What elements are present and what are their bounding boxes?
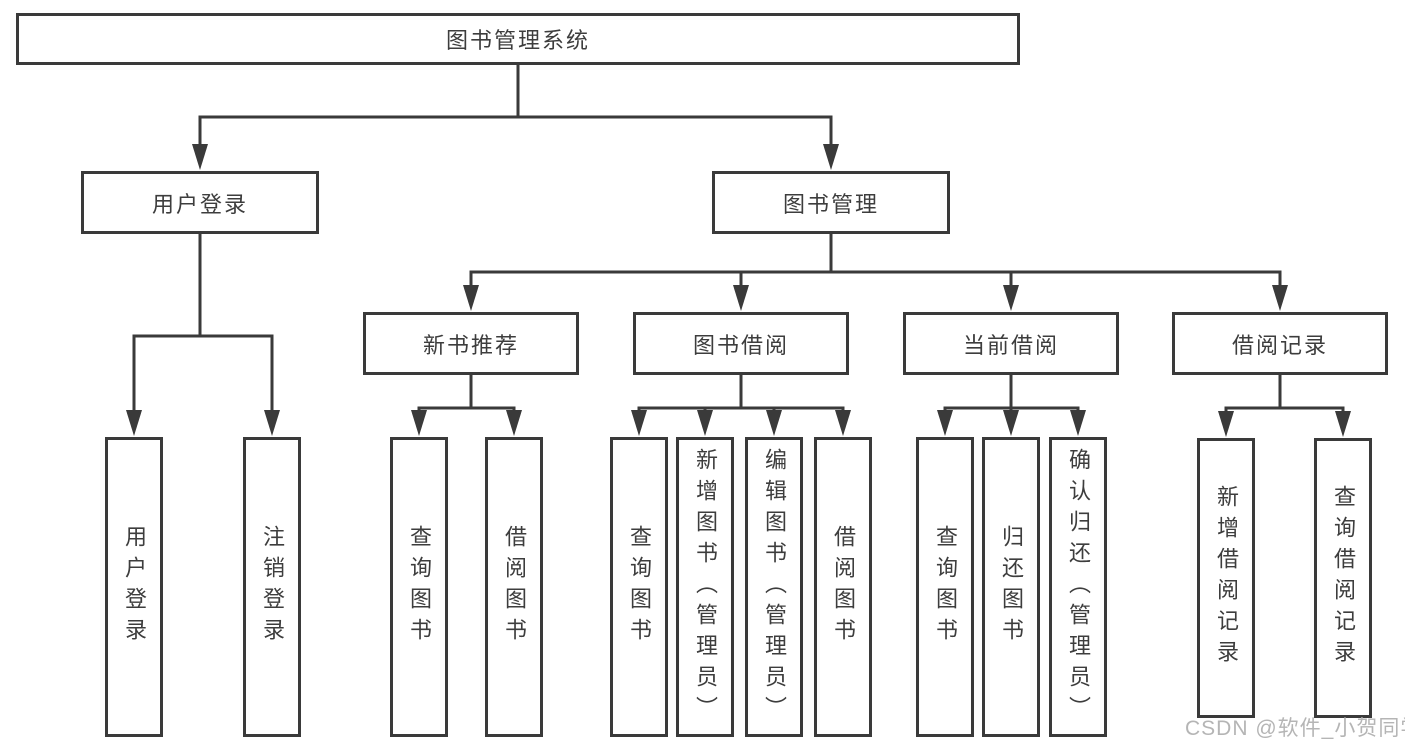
node-borrowing-records: 借阅记录 bbox=[1172, 312, 1388, 375]
leaf-query-borrow-record: 查询借阅记录 bbox=[1314, 438, 1372, 718]
arrow-down-icon bbox=[823, 144, 839, 170]
node-current-borrowing: 当前借阅 bbox=[903, 312, 1119, 375]
arrow-down-icon bbox=[1272, 285, 1288, 311]
arrow-down-icon bbox=[264, 410, 280, 436]
node-book-borrowing: 图书借阅 bbox=[633, 312, 849, 375]
arrow-down-icon bbox=[506, 410, 522, 436]
arrow-down-icon bbox=[411, 410, 427, 436]
leaf-return-books: 归还图书 bbox=[982, 437, 1040, 737]
leaf-edit-books-admin: 编辑图书（管理员） bbox=[745, 437, 803, 737]
arrow-down-icon bbox=[463, 285, 479, 311]
arrow-down-icon bbox=[766, 410, 782, 436]
arrow-down-icon bbox=[631, 410, 647, 436]
node-user-login-branch: 用户登录 bbox=[81, 171, 319, 234]
arrow-down-icon bbox=[697, 410, 713, 436]
arrow-down-icon bbox=[835, 410, 851, 436]
leaf-user-login: 用户登录 bbox=[105, 437, 163, 737]
leaf-add-borrow-record: 新增借阅记录 bbox=[1197, 438, 1255, 718]
arrow-down-icon bbox=[1218, 411, 1234, 437]
node-new-book-recommendation: 新书推荐 bbox=[363, 312, 579, 375]
arrow-down-icon bbox=[1003, 410, 1019, 436]
leaf-query-books-current: 查询图书 bbox=[916, 437, 974, 737]
arrow-down-icon bbox=[126, 410, 142, 436]
arrow-down-icon bbox=[1070, 410, 1086, 436]
leaf-borrow-books-borrowing: 借阅图书 bbox=[814, 437, 872, 737]
leaf-add-books-admin: 新增图书（管理员） bbox=[676, 437, 734, 737]
watermark: CSDN @软件_小贺同学 bbox=[1185, 717, 1405, 740]
leaf-borrow-books-recommend: 借阅图书 bbox=[485, 437, 543, 737]
arrow-down-icon bbox=[192, 144, 208, 170]
arrow-down-icon bbox=[1003, 285, 1019, 311]
leaf-query-books-recommend: 查询图书 bbox=[390, 437, 448, 737]
arrow-down-icon bbox=[937, 410, 953, 436]
arrow-down-icon bbox=[1335, 411, 1351, 437]
arrow-down-icon bbox=[733, 285, 749, 311]
node-library-system: 图书管理系统 bbox=[16, 13, 1020, 65]
leaf-logout: 注销登录 bbox=[243, 437, 301, 737]
node-book-management-branch: 图书管理 bbox=[712, 171, 950, 234]
leaf-confirm-return-admin: 确认归还（管理员） bbox=[1049, 437, 1107, 737]
leaf-query-books-borrowing: 查询图书 bbox=[610, 437, 668, 737]
